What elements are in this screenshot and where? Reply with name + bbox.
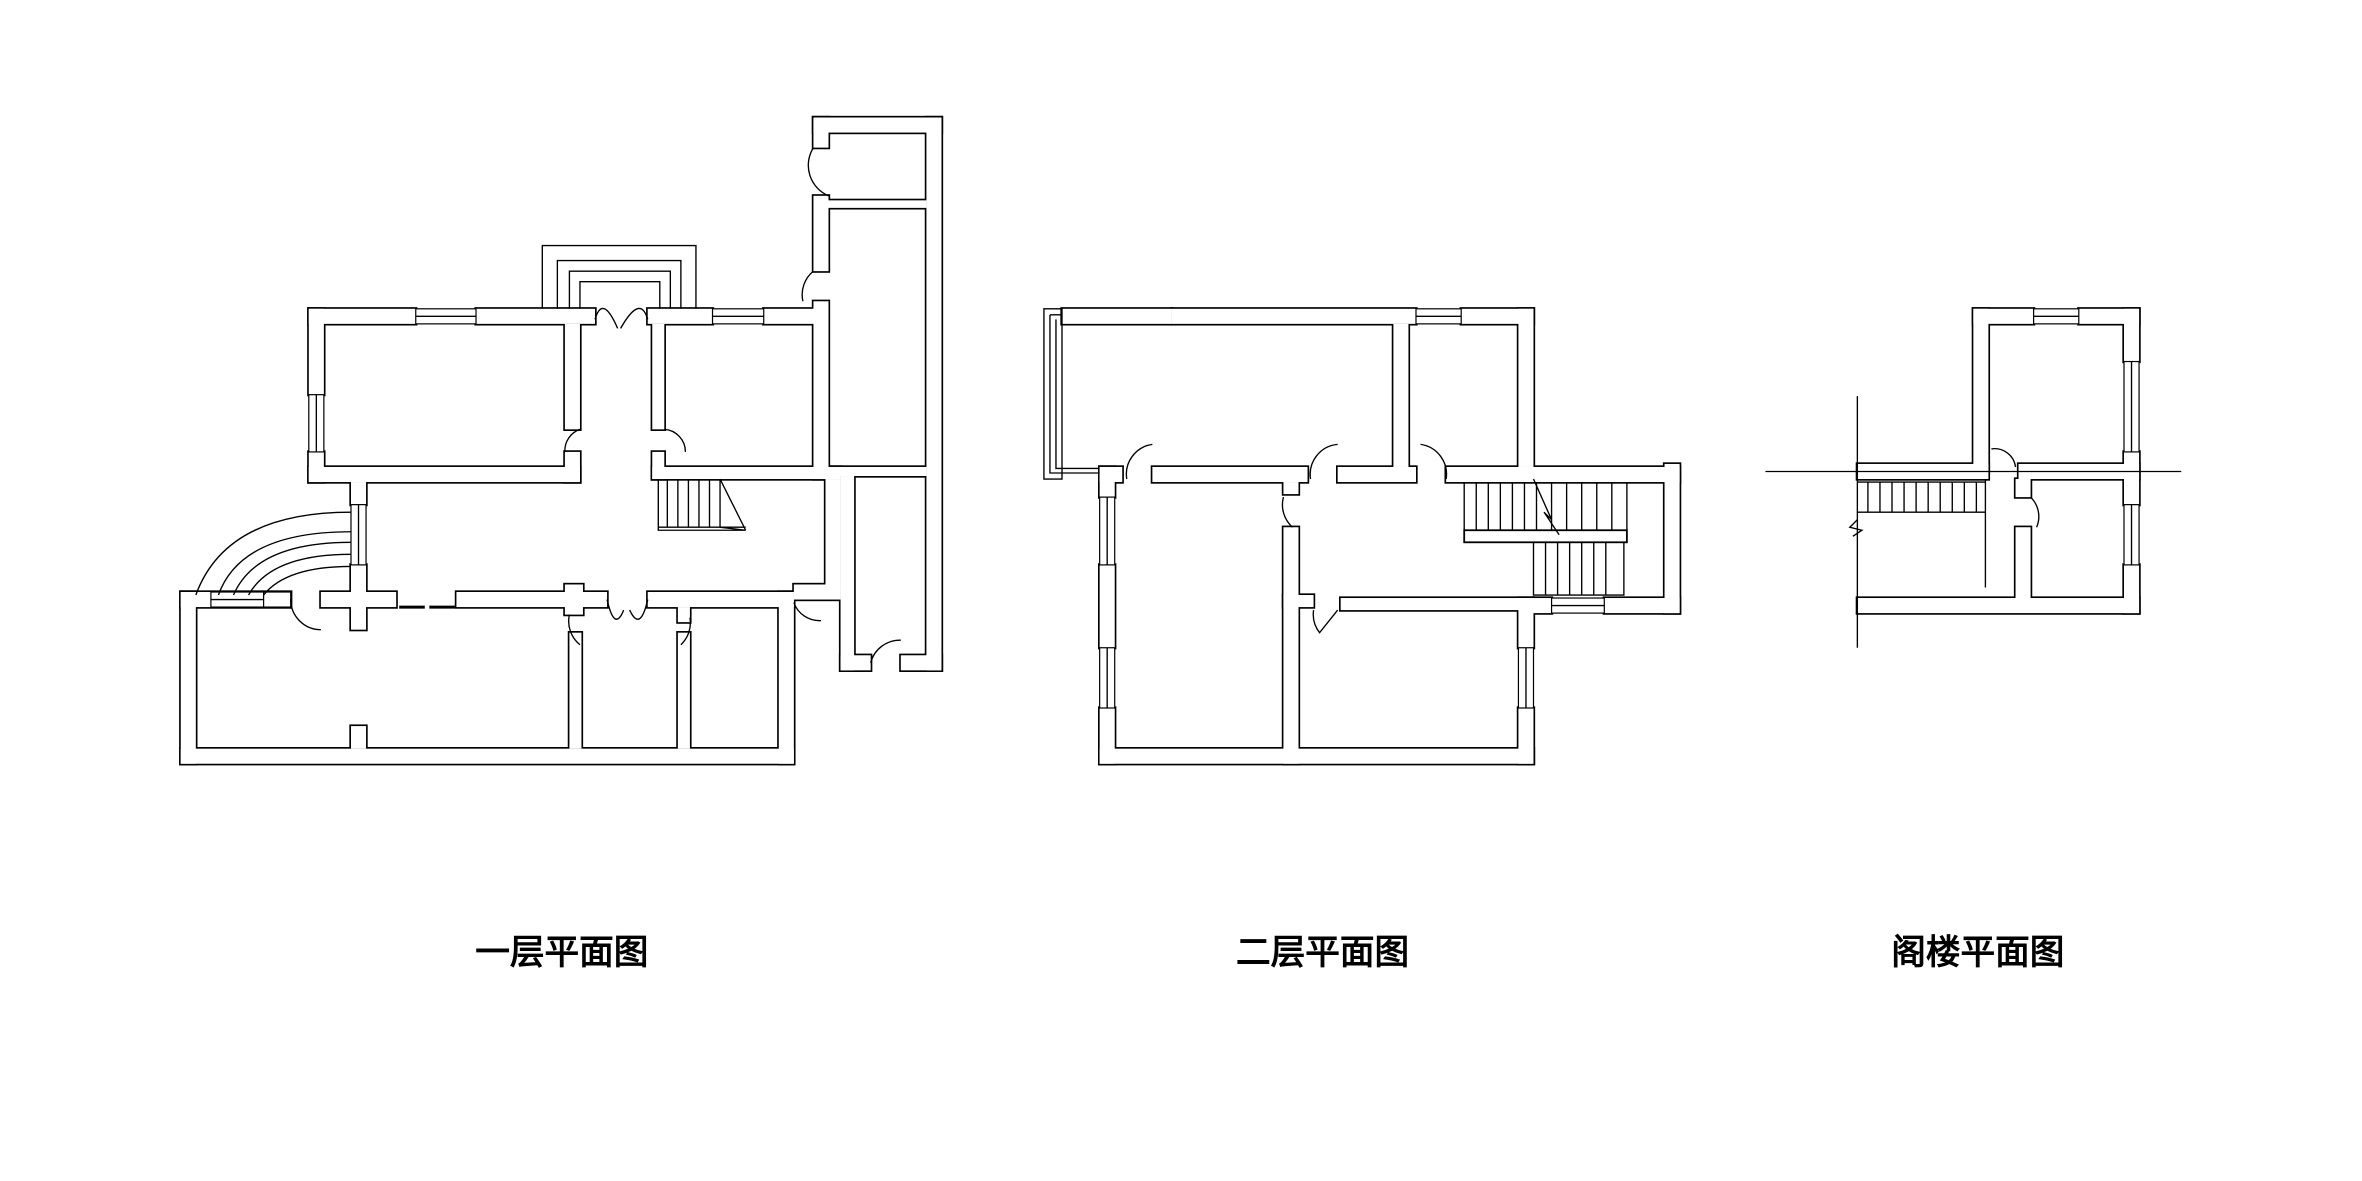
staircase — [1463, 478, 1628, 596]
windows — [1099, 308, 1605, 709]
windows — [210, 308, 765, 608]
attic-plan-title: 阁楼平面图 — [1891, 933, 2064, 973]
ground-floor-plan — [195, 147, 901, 663]
staircase — [1848, 479, 1987, 588]
doors — [290, 147, 901, 663]
staircase — [657, 478, 747, 531]
ground-floor-plan-title: 一层平面图 — [475, 933, 648, 973]
doors — [1125, 443, 1448, 634]
windows — [2033, 308, 2140, 566]
second-floor-plan — [1043, 308, 1628, 709]
entry-steps — [541, 244, 697, 309]
doors — [1991, 447, 2040, 528]
walls-outline — [179, 115, 2141, 766]
second-floor-plan-title: 二层平面图 — [1236, 933, 1409, 973]
attic-plan — [1765, 308, 2182, 648]
curved-steps — [195, 511, 351, 596]
balcony-rail — [1043, 308, 1100, 480]
section-lines — [1765, 396, 2182, 648]
